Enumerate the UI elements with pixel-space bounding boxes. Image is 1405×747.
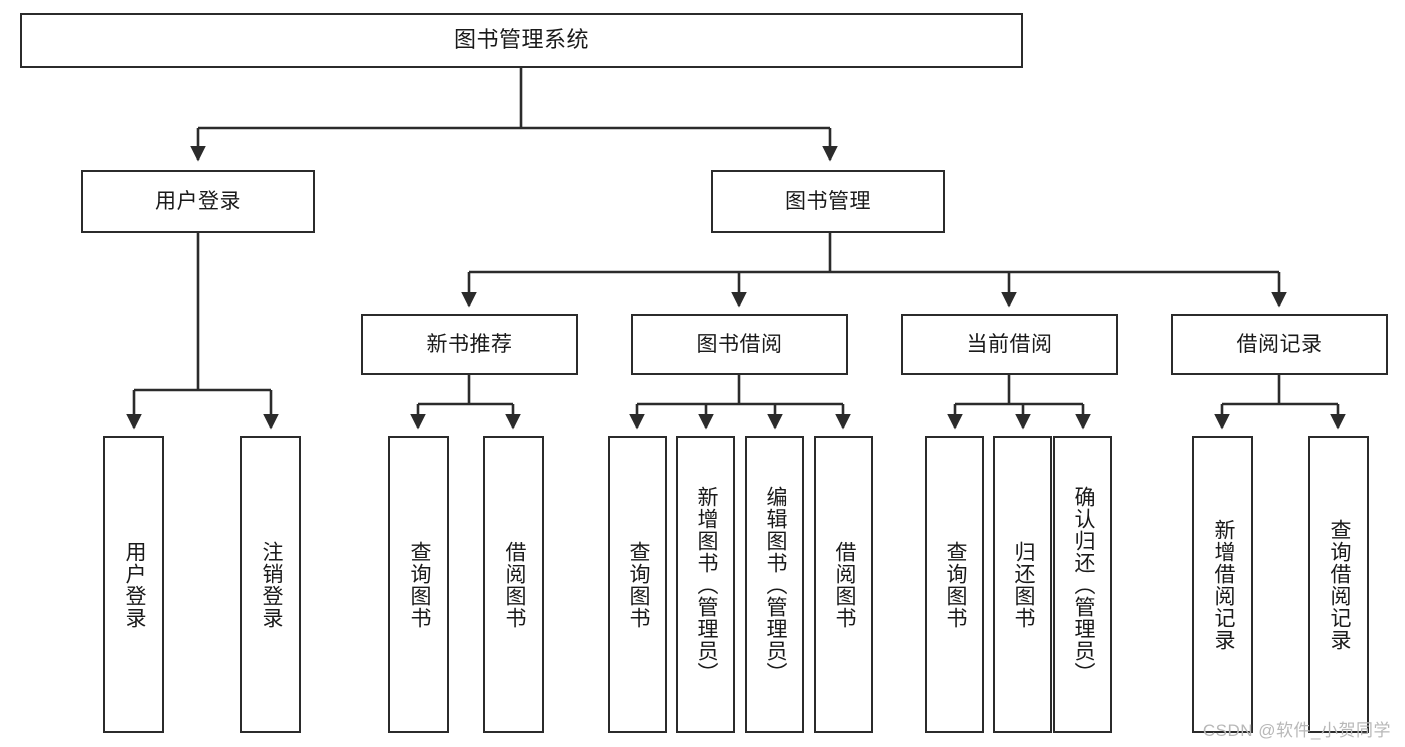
node-leaf-add-book[interactable]: 新增图书（管理员） — [676, 436, 735, 733]
node-leaf-add-borrow-record[interactable]: 新增借阅记录 — [1192, 436, 1253, 733]
node-label: 新增借阅记录 — [1211, 518, 1235, 651]
node-leaf-user-login[interactable]: 用户登录 — [103, 436, 164, 733]
node-leaf-query-borrow-record[interactable]: 查询借阅记录 — [1308, 436, 1369, 733]
node-leaf-logout-login[interactable]: 注销登录 — [240, 436, 301, 733]
node-leaf-borrow-book-2[interactable]: 借阅图书 — [814, 436, 873, 733]
node-label: 借阅记录 — [1236, 332, 1323, 356]
node-label: 归还图书 — [1011, 540, 1035, 629]
node-leaf-query-book-1[interactable]: 查询图书 — [388, 436, 449, 733]
node-new-book-recommend[interactable]: 新书推荐 — [361, 314, 578, 375]
node-label: 新增图书（管理员） — [694, 485, 718, 684]
csdn-watermark: CSDN @软件_小贺同学 — [1202, 721, 1391, 740]
node-label: 查询图书 — [943, 540, 967, 629]
node-leaf-return-book[interactable]: 归还图书 — [993, 436, 1052, 733]
node-user-login[interactable]: 用户登录 — [81, 170, 315, 233]
node-label: 借阅图书 — [502, 540, 526, 629]
node-label: 查询借阅记录 — [1327, 518, 1351, 651]
node-label: 用户登录 — [155, 189, 241, 213]
node-book-borrow[interactable]: 图书借阅 — [631, 314, 848, 375]
node-label: 查询图书 — [626, 540, 650, 629]
node-label: 注销登录 — [259, 540, 283, 629]
node-leaf-edit-book[interactable]: 编辑图书（管理员） — [745, 436, 804, 733]
node-label: 用户登录 — [122, 540, 146, 629]
node-book-management[interactable]: 图书管理 — [711, 170, 945, 233]
node-label: 借阅图书 — [832, 540, 856, 629]
node-label: 图书管理系统 — [453, 27, 589, 53]
node-leaf-borrow-book-1[interactable]: 借阅图书 — [483, 436, 544, 733]
node-label: 确认归还（管理员） — [1071, 485, 1095, 684]
node-leaf-query-book-3[interactable]: 查询图书 — [925, 436, 984, 733]
node-borrow-record[interactable]: 借阅记录 — [1171, 314, 1388, 375]
node-label: 编辑图书（管理员） — [763, 485, 787, 684]
node-leaf-query-book-2[interactable]: 查询图书 — [608, 436, 667, 733]
node-leaf-confirm-return[interactable]: 确认归还（管理员） — [1053, 436, 1112, 733]
node-label: 图书管理 — [785, 189, 871, 213]
node-label: 新书推荐 — [426, 332, 513, 356]
node-label: 查询图书 — [407, 540, 431, 629]
node-label: 当前借阅 — [966, 332, 1053, 356]
node-root-book-management-system[interactable]: 图书管理系统 — [20, 13, 1023, 68]
node-current-borrow[interactable]: 当前借阅 — [901, 314, 1118, 375]
node-label: 图书借阅 — [696, 332, 783, 356]
